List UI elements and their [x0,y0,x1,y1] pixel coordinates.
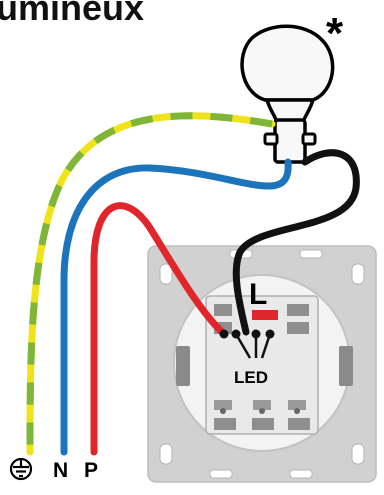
earth-ground-icon [9,457,33,481]
earth-wire-stripes [26,112,273,453]
l-terminal-label: L [249,278,267,311]
neutral-label: N [53,459,68,482]
diagram-title: umineux [0,0,144,28]
led-indicator [219,329,275,359]
led-label: LED [234,368,268,387]
lamp-return-wire [232,149,360,336]
neutral-wire [60,158,292,456]
light-bulb-icon [240,24,335,164]
phase-label: P [84,459,98,482]
l-terminal-marker [252,310,278,320]
lamp-asterisk: * [326,9,344,58]
phase-wire [90,202,228,456]
switch-mechanism [205,295,319,435]
